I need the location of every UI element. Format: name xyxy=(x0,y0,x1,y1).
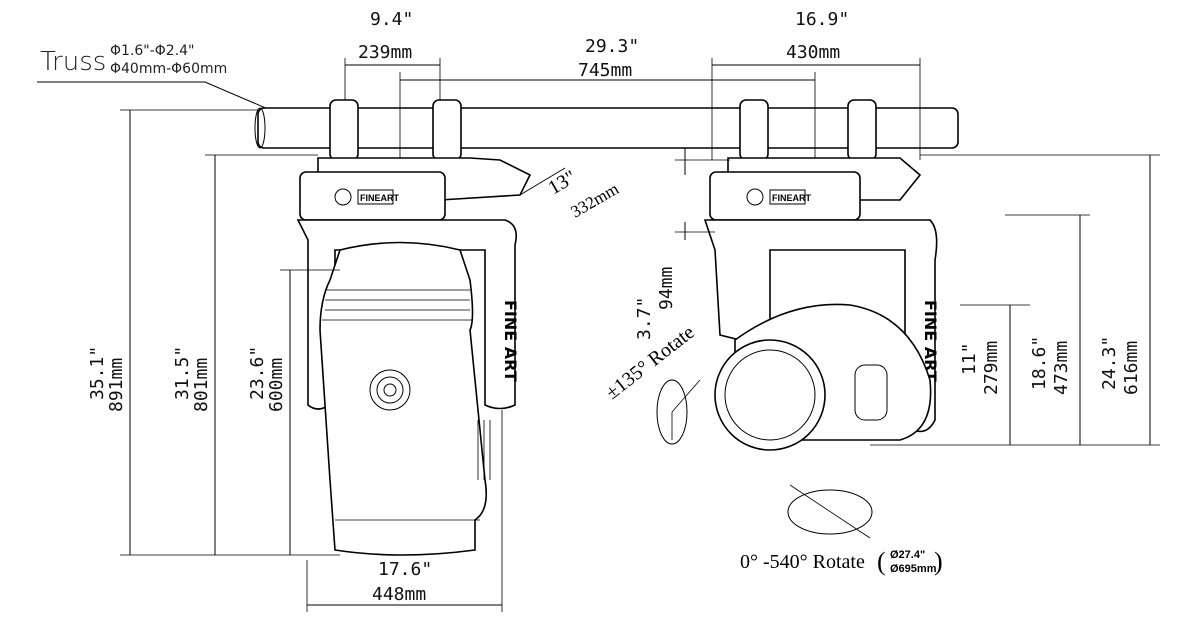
yoke-brand-front: FINE ART xyxy=(501,300,520,382)
dim-239-mm: 239mm xyxy=(358,42,412,63)
truss-range-mm: Φ40mm-Φ60mm xyxy=(110,61,227,77)
pan-rotation: 0° -540° Rotate ( Ø27.4" Ø695mm ) xyxy=(740,484,943,576)
brand-logo-side: FINEART xyxy=(772,193,811,203)
yoke-side xyxy=(703,219,938,433)
truss-text: Truss xyxy=(40,47,106,77)
dim-616-in: 24.3" xyxy=(1099,336,1120,390)
pan-paren-open: ( xyxy=(877,547,886,576)
dim-745-mm: 745mm xyxy=(578,60,632,81)
dim-600-mm: 600mm xyxy=(266,358,287,412)
dim-473-in: 18.6" xyxy=(1029,336,1050,390)
pan-diameter-in: Ø27.4" xyxy=(890,549,925,561)
dim-600-in: 23.6" xyxy=(247,346,268,400)
front-vertical-dimensions: 35.1" 891mm 31.5" 801mm 23.6" 600mm xyxy=(87,109,340,556)
width-dimension: 17.6" 448mm xyxy=(306,410,503,612)
yoke-brand-side: FINE ART xyxy=(921,300,940,382)
brand-logo-front: FINEART xyxy=(360,193,399,203)
dim-473-mm: 473mm xyxy=(1051,341,1072,395)
dim-801-in: 31.5" xyxy=(172,346,193,400)
lens xyxy=(714,339,826,451)
pan-rotate-icon xyxy=(787,489,873,535)
clamp-left xyxy=(329,99,359,161)
dim-448-mm: 448mm xyxy=(372,584,426,605)
clamp-right xyxy=(432,99,462,161)
depth-dimension: 13" 332mm xyxy=(519,166,622,221)
dim-94-in: 3.7" xyxy=(634,297,655,340)
dim-745-in: 29.3" xyxy=(585,36,639,57)
truss-label: Truss Φ1.6"-Φ2.4" Φ40mm-Φ60mm xyxy=(37,43,276,113)
dim-239-in: 9.4" xyxy=(370,9,413,30)
dim-801-mm: 801mm xyxy=(191,358,212,412)
side-vertical-dimensions: 3.7" 94mm 11" 279mm 18.6" 473mm 24.3" 61… xyxy=(634,148,1160,446)
dim-279-in: 11" xyxy=(959,342,980,375)
truss-leader-line xyxy=(37,81,276,113)
side-view-fixture: FINEART FINE ART xyxy=(703,99,940,451)
yoke-front xyxy=(296,219,518,410)
dim-332-in: 13" xyxy=(545,166,580,199)
pan-rotate-label: 0° -540° Rotate xyxy=(740,551,865,573)
pan-diameter-mm: Ø695mm xyxy=(890,563,937,575)
truss-range-in: Φ1.6"-Φ2.4" xyxy=(110,43,195,59)
head-front xyxy=(319,241,488,556)
dim-94-mm: 94mm xyxy=(656,267,677,310)
dim-430-in: 16.9" xyxy=(795,9,849,30)
dim-616-mm: 616mm xyxy=(1121,341,1142,395)
dim-891-mm: 891mm xyxy=(106,358,127,412)
pan-paren-close: ) xyxy=(934,547,943,576)
dim-279-mm: 279mm xyxy=(981,341,1002,395)
dim-448-in: 17.6" xyxy=(378,559,432,580)
tilt-rotate-icon xyxy=(656,379,688,445)
dim-430-mm: 430mm xyxy=(786,42,840,63)
dim-891-in: 35.1" xyxy=(87,346,108,400)
front-view-fixture: FINEART FINE ART xyxy=(296,99,532,556)
